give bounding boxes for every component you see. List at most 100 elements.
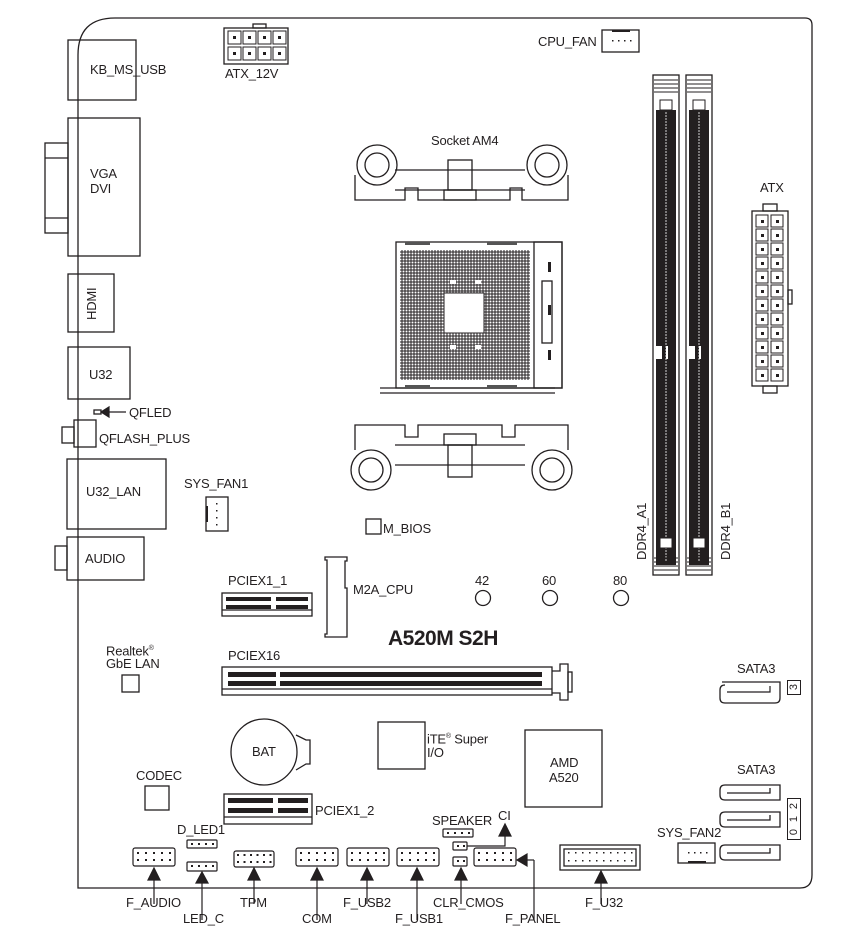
f-u32-pin xyxy=(603,860,605,862)
d-led1-pin xyxy=(212,843,214,845)
tpm-pin xyxy=(237,861,239,863)
atx-12v-pin xyxy=(272,30,287,45)
m2-length-80: 80 xyxy=(613,573,628,588)
atx-pin xyxy=(770,256,784,270)
atx-12v-pin xyxy=(272,46,287,61)
clr-cmos-pin xyxy=(463,860,465,862)
speaker-pin xyxy=(454,832,456,834)
speaker-pin xyxy=(468,832,470,834)
com-pin xyxy=(316,859,318,861)
d-led1-header xyxy=(186,839,218,849)
f-audio-pin xyxy=(161,852,163,854)
pciex16-label: PCIEX16 xyxy=(228,648,281,663)
atx-pin xyxy=(770,312,784,326)
d-led1-pin xyxy=(191,843,193,845)
f-audio-pin xyxy=(169,852,171,854)
sys-fan2-pin xyxy=(694,852,696,854)
atx-pin xyxy=(770,326,784,340)
atx-pin-dot xyxy=(761,290,764,293)
f-usb1-pin xyxy=(401,852,403,854)
atx-pin xyxy=(770,214,784,228)
f-u32-pin xyxy=(582,860,584,862)
m2-standoff-80 xyxy=(612,589,630,607)
com-pin xyxy=(332,859,334,861)
tpm-pin xyxy=(256,854,259,856)
f-u32-pin xyxy=(610,852,612,854)
tpm-header xyxy=(233,850,275,868)
f-audio-pin xyxy=(145,859,147,861)
atx-pin xyxy=(755,228,769,242)
codec-label: CODEC xyxy=(136,768,182,783)
com-pin xyxy=(324,859,326,861)
f-audio-pin xyxy=(169,859,171,861)
atx-12v-pin-dot xyxy=(248,52,251,55)
f-panel-header xyxy=(473,847,517,867)
atx-pin-dot xyxy=(761,374,764,377)
atx-pin xyxy=(770,354,784,368)
f-usb1-pin xyxy=(417,859,419,861)
clr-cmos-pin xyxy=(457,860,459,862)
f-usb1-pin xyxy=(425,859,427,861)
m2a-cpu-label: M2A_CPU xyxy=(353,582,414,597)
sys-fan2-pin xyxy=(700,852,702,854)
tpm-pin xyxy=(263,861,265,863)
f-usb2-header xyxy=(346,847,390,867)
socket-am4-label: Socket AM4 xyxy=(431,133,499,148)
f-u32-header xyxy=(559,844,641,871)
socket-bracket-top xyxy=(354,144,569,201)
atx-12v-label: ATX_12V xyxy=(225,66,279,81)
f-audio-pin xyxy=(137,852,139,854)
f-usb1-label: F_USB1 xyxy=(395,911,443,926)
atx-12v-pin-dot xyxy=(248,36,251,39)
atx-12v-pin xyxy=(242,30,257,45)
sys-fan1-label: SYS_FAN1 xyxy=(184,476,249,491)
io-label: I/O xyxy=(427,745,444,760)
tpm-pin xyxy=(250,861,252,863)
speaker-pin xyxy=(447,832,449,834)
atx-12v-pin xyxy=(227,46,242,61)
f-audio-pin xyxy=(161,859,163,861)
cmos-battery xyxy=(230,718,298,786)
dimm-slot-a1 xyxy=(652,74,680,576)
f-u32-pin xyxy=(575,852,577,854)
ci-label: CI xyxy=(498,808,511,823)
com-pin xyxy=(300,859,302,861)
atx-pin xyxy=(770,242,784,256)
atx-pin xyxy=(770,298,784,312)
atx-pin xyxy=(755,242,769,256)
atx-pin-dot xyxy=(761,248,764,251)
dimm-slot-interiors xyxy=(654,79,711,571)
atx-pin-dot xyxy=(776,304,779,307)
f-panel-pin xyxy=(486,859,488,861)
atx-12v-pin xyxy=(257,30,272,45)
f-usb2-pin xyxy=(375,852,377,854)
dvi-label: DVI xyxy=(90,181,112,196)
atx-pin-dot xyxy=(776,318,779,321)
f-audio-pin xyxy=(153,859,155,861)
f-audio-header xyxy=(132,847,176,867)
com-pin xyxy=(316,852,318,854)
atx-12v-pin-dot xyxy=(263,36,266,39)
led-c-pin xyxy=(191,865,193,867)
m2-length-42: 42 xyxy=(475,573,490,588)
tpm-pin xyxy=(269,854,272,856)
atx-12v-pin-dot xyxy=(278,52,281,55)
f-u32-pin xyxy=(631,852,633,854)
kb-ms-usb-label: KB_MS_USB xyxy=(90,62,167,77)
speaker-pin xyxy=(461,832,463,834)
atx-pin-dot xyxy=(776,248,779,251)
bat-label: BAT xyxy=(252,744,276,759)
sys-fan1-pin xyxy=(216,510,218,512)
u32-label: U32 xyxy=(89,367,113,382)
atx-pin-dot xyxy=(761,262,764,265)
atx-12v-pin xyxy=(227,30,242,45)
ci-pin xyxy=(457,845,459,847)
f-u32-pin xyxy=(610,860,612,862)
cpu-fan-label: CPU_FAN xyxy=(538,34,597,49)
f-usb1-pin xyxy=(433,859,435,861)
atx-12v-pin-dot xyxy=(278,36,281,39)
tpm-pin xyxy=(243,861,246,863)
u32-lan-port xyxy=(66,458,167,530)
atx-12v-pin-dot xyxy=(233,52,236,55)
f-audio-label: F_AUDIO xyxy=(126,895,181,910)
